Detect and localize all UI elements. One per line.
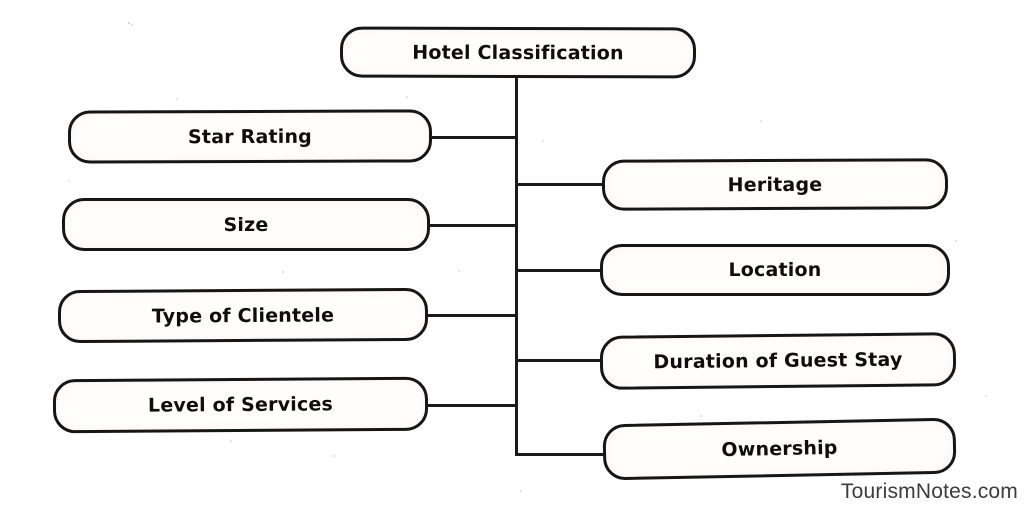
node-heritage: Heritage [601,158,949,211]
watermark-tourismnotes: TourismNotes.com [840,480,1018,503]
node-label: Hotel Classification [412,41,624,64]
node-label: Star Rating [187,125,313,148]
node-label: Heritage [727,173,823,196]
node-duration-of-guest-stay: Duration of Guest Stay [599,332,957,390]
connector-branch-level-of-services [426,404,518,407]
node-location: Location [600,244,950,296]
node-label: Ownership [721,436,838,462]
node-type-of-clientele: Type of Clientele [57,287,429,344]
connector-branch-heritage [515,183,604,186]
connector-branch-type-of-clientele [426,314,518,317]
node-label: Size [223,213,269,236]
node-label: Type of Clientele [151,303,335,328]
node-hotel-classification: Hotel Classification [339,26,697,79]
connector-branch-size [428,224,518,227]
scan-noise-speckles [0,0,2,2]
connector-trunk [515,78,518,456]
node-label: Level of Services [147,393,334,417]
node-level-of-services: Level of Services [52,376,429,434]
connector-branch-star-rating [430,136,518,139]
connector-branch-duration-of-guest-stay [515,359,602,362]
node-label: Location [728,259,822,281]
node-ownership: Ownership [602,417,957,481]
node-size: Size [62,198,430,251]
node-star-rating: Star Rating [67,109,433,164]
connector-branch-location [515,269,602,272]
node-label: Duration of Guest Stay [653,348,903,374]
connector-branch-ownership [515,453,605,456]
